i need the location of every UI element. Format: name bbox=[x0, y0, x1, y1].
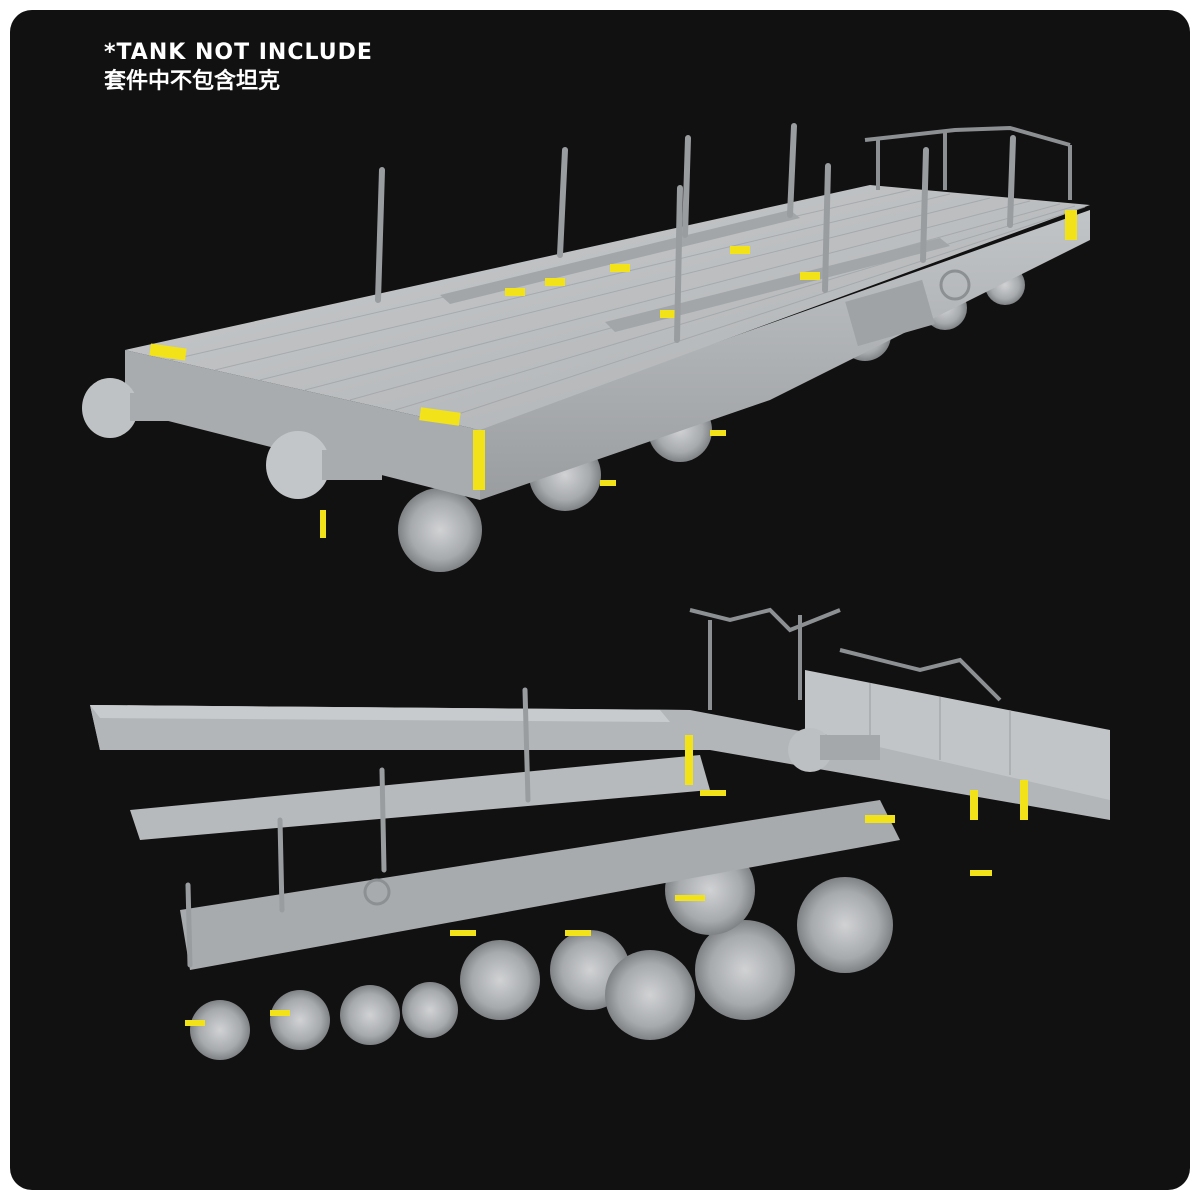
brake-wheel bbox=[939, 269, 971, 301]
deck-rail bbox=[605, 238, 950, 332]
wheel bbox=[270, 990, 330, 1050]
underside-end-deck bbox=[805, 670, 1110, 800]
buffer-left bbox=[82, 378, 138, 438]
end-railing bbox=[864, 125, 1072, 200]
underside-stakes bbox=[185, 687, 531, 968]
side-detail bbox=[845, 279, 935, 347]
deck-rail bbox=[440, 210, 800, 304]
product-image-frame: *TANK NOT INCLUDE 套件中不包含坦克 bbox=[10, 10, 1190, 1190]
wheel bbox=[340, 985, 400, 1045]
wheel bbox=[190, 1000, 250, 1060]
buffers bbox=[82, 378, 382, 499]
wheel bbox=[797, 877, 893, 973]
buffer-right bbox=[266, 431, 330, 499]
bogie-frame bbox=[180, 800, 900, 970]
underside-crossmember bbox=[130, 755, 710, 840]
caption-english: *TANK NOT INCLUDE bbox=[104, 40, 373, 65]
caption-block: *TANK NOT INCLUDE 套件中不包含坦克 bbox=[104, 40, 373, 95]
underside-brake-wheel bbox=[363, 878, 391, 906]
underside-frame bbox=[90, 705, 1110, 820]
wheel bbox=[402, 982, 458, 1038]
wheel bbox=[605, 950, 695, 1040]
underside-end-railing bbox=[689, 607, 1002, 710]
yellow-highlights bbox=[149, 210, 1077, 538]
side-beam bbox=[470, 210, 1090, 500]
render-canvas bbox=[82, 123, 1110, 1060]
wheel bbox=[398, 488, 482, 572]
front-end-face bbox=[125, 350, 480, 500]
underside-view-railcar bbox=[90, 607, 1110, 1060]
caption-chinese: 套件中不包含坦克 bbox=[104, 69, 281, 95]
wheel bbox=[460, 940, 540, 1020]
end-deck-seams bbox=[869, 683, 1011, 775]
deck bbox=[125, 185, 1090, 430]
deck-planks bbox=[169, 189, 1086, 421]
wheel bbox=[695, 920, 795, 1020]
stakes bbox=[375, 123, 1016, 343]
underside-yellow-highlights bbox=[185, 735, 1028, 1026]
top-view-railcar bbox=[82, 123, 1090, 572]
